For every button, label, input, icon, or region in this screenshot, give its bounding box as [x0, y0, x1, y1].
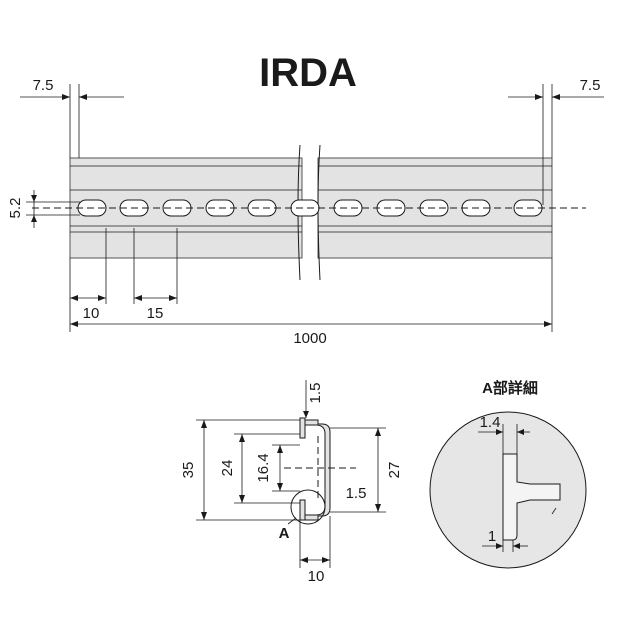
dim-top-flange: 1.5 [307, 383, 324, 404]
mounting-slot [290, 199, 320, 217]
arrow-head [322, 557, 330, 563]
dim-slot-height: 5.2 [7, 198, 24, 219]
dim-flange-thickness: 1.5 [346, 485, 367, 502]
arrow-head [535, 94, 543, 100]
rail-cross-section: A 1.5 35 24 16.4 1.5 27 [180, 380, 403, 585]
arrow-head [201, 420, 207, 428]
arrow-head [134, 295, 142, 301]
arrow-head [239, 434, 245, 442]
dim-right-margin: 7.5 [580, 77, 601, 94]
arrow-head [70, 321, 78, 327]
arrow-head [277, 483, 283, 491]
hatch-mark [551, 507, 557, 515]
arrow-head [375, 504, 381, 512]
arrow-head [98, 295, 106, 301]
detail-callout-label: A [279, 525, 290, 542]
arrow-head [62, 94, 70, 100]
dim-left-margin: 7.5 [33, 77, 54, 94]
arrow-head [31, 215, 37, 222]
rail-top-view: 7.5 7.5 5.2 10 15 1 [7, 77, 604, 347]
arrow-head [517, 429, 524, 435]
dim-height-outer: 35 [180, 462, 197, 479]
dim-tip: 1.4 [480, 414, 501, 431]
leader-line [287, 517, 297, 525]
detail-callout-circle [290, 489, 326, 525]
arrow-head [300, 557, 308, 563]
dim-total-length: 1000 [293, 330, 326, 347]
arrow-head [303, 411, 309, 418]
dim-width: 10 [308, 568, 325, 585]
drawing-title: IRDA [259, 51, 357, 95]
dim-height-right: 27 [386, 462, 403, 479]
detail-profile [502, 453, 561, 541]
arrow-head [375, 428, 381, 436]
arrow-head [277, 445, 283, 453]
dim-slot-edge: 10 [83, 305, 100, 322]
dim-center: 16.4 [255, 453, 272, 482]
arrow-head [239, 495, 245, 503]
arrow-head [31, 195, 37, 202]
section-profile [299, 419, 331, 521]
arrow-head [496, 543, 503, 549]
arrow-head [496, 429, 503, 435]
dim-height-inner: 24 [219, 460, 236, 477]
arrow-head [552, 94, 560, 100]
dim-slot-pitch: 15 [147, 305, 164, 322]
section-tip-top [299, 417, 306, 439]
detail-title: A部詳細 [482, 379, 538, 397]
arrow-head [513, 543, 520, 549]
arrow-head [169, 295, 177, 301]
arrow-head [544, 321, 552, 327]
arrow-head [79, 94, 87, 100]
detail-a: A部詳細 1.4 1 [429, 379, 587, 569]
section-tip-bottom [299, 499, 306, 521]
arrow-head [70, 295, 78, 301]
arrow-head [201, 512, 207, 520]
dim-web: 1 [488, 528, 496, 545]
